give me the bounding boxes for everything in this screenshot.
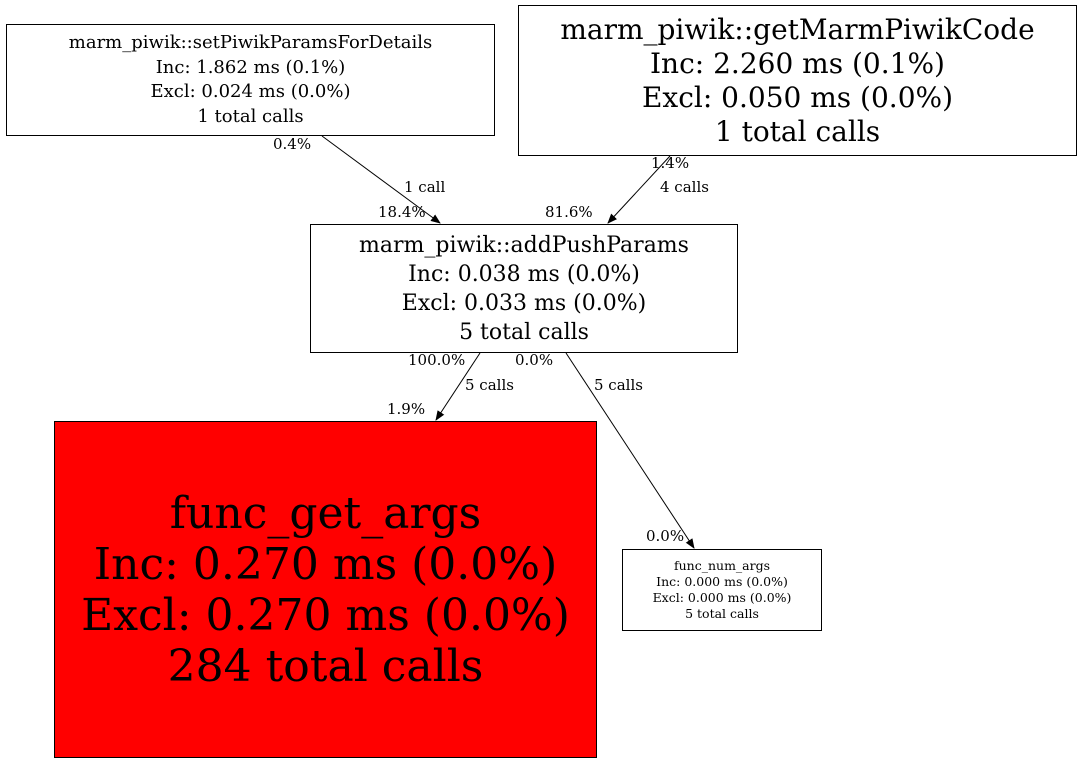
- node-inc: Inc: 1.862 ms (0.1%): [155, 56, 346, 78]
- node-calls: 284 total calls: [167, 640, 484, 692]
- edge-calls-label: 4 calls: [660, 178, 709, 196]
- edge-tail-label: 0.0%: [515, 351, 554, 369]
- node-name: func_get_args: [169, 487, 482, 539]
- node-set-piwik-params-for-details[interactable]: marm_piwik::setPiwikParamsForDetails Inc…: [6, 24, 495, 136]
- edge-calls-label: 1 call: [404, 178, 446, 196]
- node-calls: 1 total calls: [714, 114, 881, 148]
- edge-head-label: 18.4%: [378, 203, 426, 221]
- edge-calls-label: 5 calls: [465, 376, 514, 394]
- node-inc: Inc: 0.000 ms (0.0%): [656, 574, 788, 589]
- node-excl: Excl: 0.270 ms (0.0%): [81, 589, 570, 641]
- node-calls: 1 total calls: [197, 105, 304, 127]
- edge-head-label: 1.9%: [387, 400, 426, 418]
- node-excl: Excl: 0.033 ms (0.0%): [401, 290, 647, 316]
- node-inc: Inc: 2.260 ms (0.1%): [650, 46, 945, 80]
- edge-setpiwik-to-addpush: [321, 135, 441, 224]
- node-excl: Excl: 0.050 ms (0.0%): [641, 80, 954, 114]
- edge-addpush-to-funcgetargs: [435, 352, 481, 421]
- node-excl: Excl: 0.024 ms (0.0%): [150, 81, 351, 102]
- edge-head-label: 81.6%: [545, 203, 593, 221]
- node-get-marm-piwik-code[interactable]: marm_piwik::getMarmPiwikCode Inc: 2.260 …: [518, 5, 1077, 156]
- edge-addpush-to-funcnumargs: [565, 352, 695, 549]
- node-name: marm_piwik::setPiwikParamsForDetails: [68, 32, 433, 53]
- edge-head-label: 0.0%: [646, 527, 685, 545]
- node-func-num-args[interactable]: func_num_args Inc: 0.000 ms (0.0%) Excl:…: [622, 549, 822, 631]
- edge-getcode-to-addpush: [607, 155, 671, 224]
- node-inc: Inc: 0.038 ms (0.0%): [408, 261, 640, 287]
- node-calls: 5 total calls: [459, 319, 589, 345]
- node-func-get-args[interactable]: func_get_args Inc: 0.270 ms (0.0%) Excl:…: [54, 421, 597, 758]
- node-calls: 5 total calls: [685, 606, 759, 621]
- node-name: func_num_args: [673, 558, 771, 573]
- edge-tail-label: 0.4%: [273, 135, 312, 153]
- edge-tail-label: 100.0%: [408, 351, 466, 369]
- node-excl: Excl: 0.000 ms (0.0%): [652, 590, 792, 605]
- node-inc: Inc: 0.270 ms (0.0%): [93, 538, 558, 590]
- node-add-push-params[interactable]: marm_piwik::addPushParams Inc: 0.038 ms …: [310, 224, 738, 353]
- edge-tail-label: 1.4%: [651, 154, 690, 172]
- node-name: marm_piwik::getMarmPiwikCode: [560, 12, 1035, 46]
- edge-calls-label: 5 calls: [594, 376, 643, 394]
- node-name: marm_piwik::addPushParams: [359, 232, 689, 258]
